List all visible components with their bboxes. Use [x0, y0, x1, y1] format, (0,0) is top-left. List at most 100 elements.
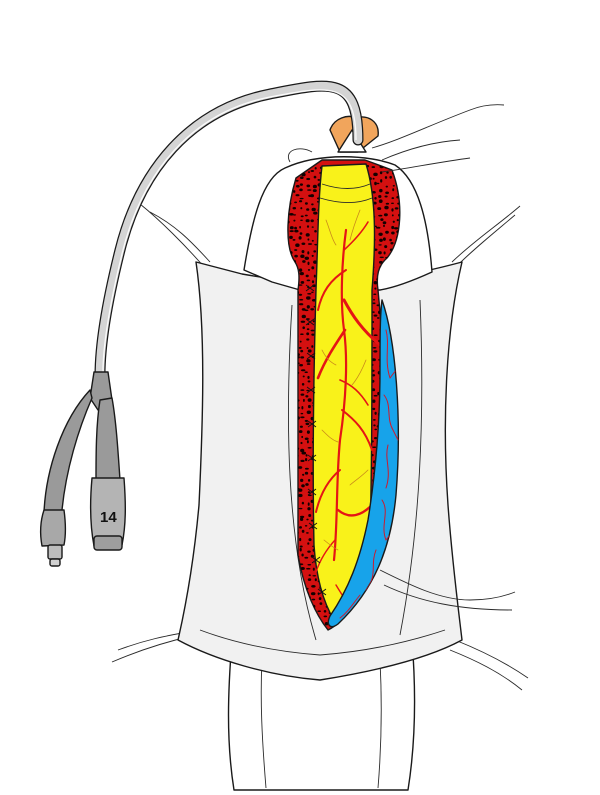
spongy-pore: [299, 232, 303, 235]
spongy-pore: [293, 219, 296, 222]
spongy-pore: [307, 261, 310, 266]
spongy-pore: [389, 175, 392, 179]
spongy-pore: [384, 176, 388, 179]
spongy-pore: [307, 491, 311, 494]
spongy-pore: [383, 251, 386, 255]
spongy-pore: [299, 183, 303, 186]
spongy-pore: [310, 329, 315, 332]
spongy-pore: [307, 404, 311, 409]
spongy-pore: [312, 320, 315, 323]
spongy-pore: [390, 202, 395, 205]
spongy-pore: [398, 213, 400, 217]
spongy-pore: [307, 550, 311, 553]
spongy-pore: [313, 274, 316, 278]
spongy-pore: [305, 422, 310, 426]
spongy-pore: [300, 207, 303, 210]
spongy-pore: [300, 219, 303, 222]
spongy-pore: [379, 238, 383, 242]
spongy-pore: [374, 436, 378, 440]
spongy-pore: [385, 185, 388, 188]
spongy-pore: [300, 333, 304, 335]
spongy-pore: [300, 441, 303, 445]
spongy-pore: [313, 260, 318, 264]
spongy-pore: [383, 213, 388, 217]
spongy-pore: [392, 184, 395, 187]
spongy-pore: [373, 298, 375, 301]
spongy-pore: [377, 207, 382, 211]
spongy-pore: [392, 220, 395, 223]
spongy-pore: [287, 220, 290, 224]
spongy-pore: [391, 197, 395, 200]
spongy-pore: [307, 243, 313, 245]
spongy-pore: [300, 478, 304, 483]
stitch-mark: [307, 420, 317, 428]
spongy-pore: [311, 254, 314, 257]
spongy-pore: [298, 430, 303, 434]
spongy-pore: [301, 435, 304, 439]
spongy-pore: [374, 181, 377, 186]
spongy-pore: [300, 459, 305, 463]
spongy-pore: [313, 211, 318, 215]
spongy-pore: [304, 214, 308, 217]
spongy-pore: [298, 563, 304, 566]
spongy-pore: [373, 394, 378, 397]
stitch-mark: [306, 352, 316, 360]
spongy-pore: [313, 175, 317, 179]
spongy-pore: [297, 488, 303, 492]
spongy-pore: [307, 398, 312, 402]
spongy-pore: [300, 320, 306, 323]
spongy-pore: [301, 172, 306, 177]
spongy-pore: [372, 347, 377, 349]
spongy-pore: [391, 214, 394, 217]
spongy-pore: [299, 547, 302, 552]
spongy-pore: [313, 250, 317, 253]
spongy-pore: [298, 346, 302, 349]
spongy-pore: [300, 349, 304, 353]
spongy-pore: [301, 242, 306, 246]
spongy-pore: [312, 567, 315, 571]
spongy-pore: [306, 328, 310, 331]
spongy-pore: [374, 196, 377, 200]
spongy-pore: [390, 242, 394, 245]
stitch-mark: [306, 386, 316, 394]
spongy-pore: [307, 578, 312, 581]
spongy-pore: [298, 284, 303, 286]
spongy-pore: [373, 334, 378, 337]
spongy-pore: [307, 349, 312, 353]
spongy-pore: [372, 399, 376, 403]
penile-base: [227, 639, 416, 791]
spongy-pore: [306, 332, 310, 336]
spongy-pore: [310, 592, 316, 596]
spongy-pore: [310, 554, 315, 558]
spongy-pore: [289, 230, 294, 233]
spongy-pore: [317, 178, 321, 181]
spongy-pore: [301, 484, 305, 488]
spongy-pore: [307, 268, 311, 271]
spongy-pore: [304, 371, 308, 374]
graft-vessels: [339, 329, 399, 619]
spongy-pore: [396, 218, 399, 222]
spongy-pore: [374, 411, 377, 415]
spongy-pore: [376, 317, 380, 319]
spongy-pore: [380, 218, 384, 221]
spongy-pore: [374, 287, 377, 290]
spongy-pore: [311, 299, 316, 302]
spongy-pore: [298, 268, 303, 272]
spongy-pore: [378, 194, 382, 199]
spongy-pore: [300, 369, 306, 372]
spongy-pore: [314, 229, 317, 233]
spongy-pore: [298, 507, 303, 510]
spongy-pore: [307, 542, 310, 545]
spongy-pore: [385, 191, 389, 195]
spongy-pore: [294, 229, 299, 233]
spongy-pore: [376, 182, 380, 185]
spongy-pore: [300, 448, 305, 453]
spongy-pore: [371, 388, 376, 392]
spongy-pore: [384, 245, 388, 249]
spongy-pore: [305, 532, 309, 534]
spongy-pore: [299, 364, 303, 367]
spongy-pore: [310, 219, 314, 223]
spongy-pore: [306, 338, 310, 341]
spongy-pore: [307, 189, 312, 191]
spongy-pore: [373, 201, 377, 205]
